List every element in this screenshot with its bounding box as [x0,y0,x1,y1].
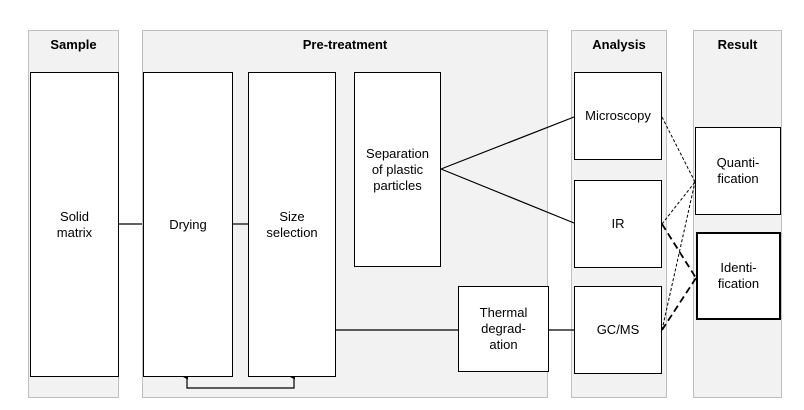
microscopy-box: Microscopy [574,72,662,160]
dash-gcms-ident [661,277,697,331]
analysis-panel-title: Analysis [592,37,646,52]
pretreatment-panel-title: Pre-treatment [302,37,388,52]
solid-matrix-box: Solid matrix [30,72,119,377]
drying-box: Drying [143,72,233,377]
dash-ir-ident [661,223,697,279]
sample-panel-title: Sample [50,37,97,52]
quantification-box: Quanti- fication [695,127,781,215]
identification-box: Identi- fication [696,232,781,320]
ir-box: IR [574,180,662,268]
result-panel-title: Result [717,37,758,52]
thermal-degradation-box: Thermal degrad- ation [458,286,549,372]
size-selection-box: Size selection [248,72,336,377]
separation-box: Separation of plastic particles [354,72,441,267]
gcms-box: GC/MS [574,286,662,374]
